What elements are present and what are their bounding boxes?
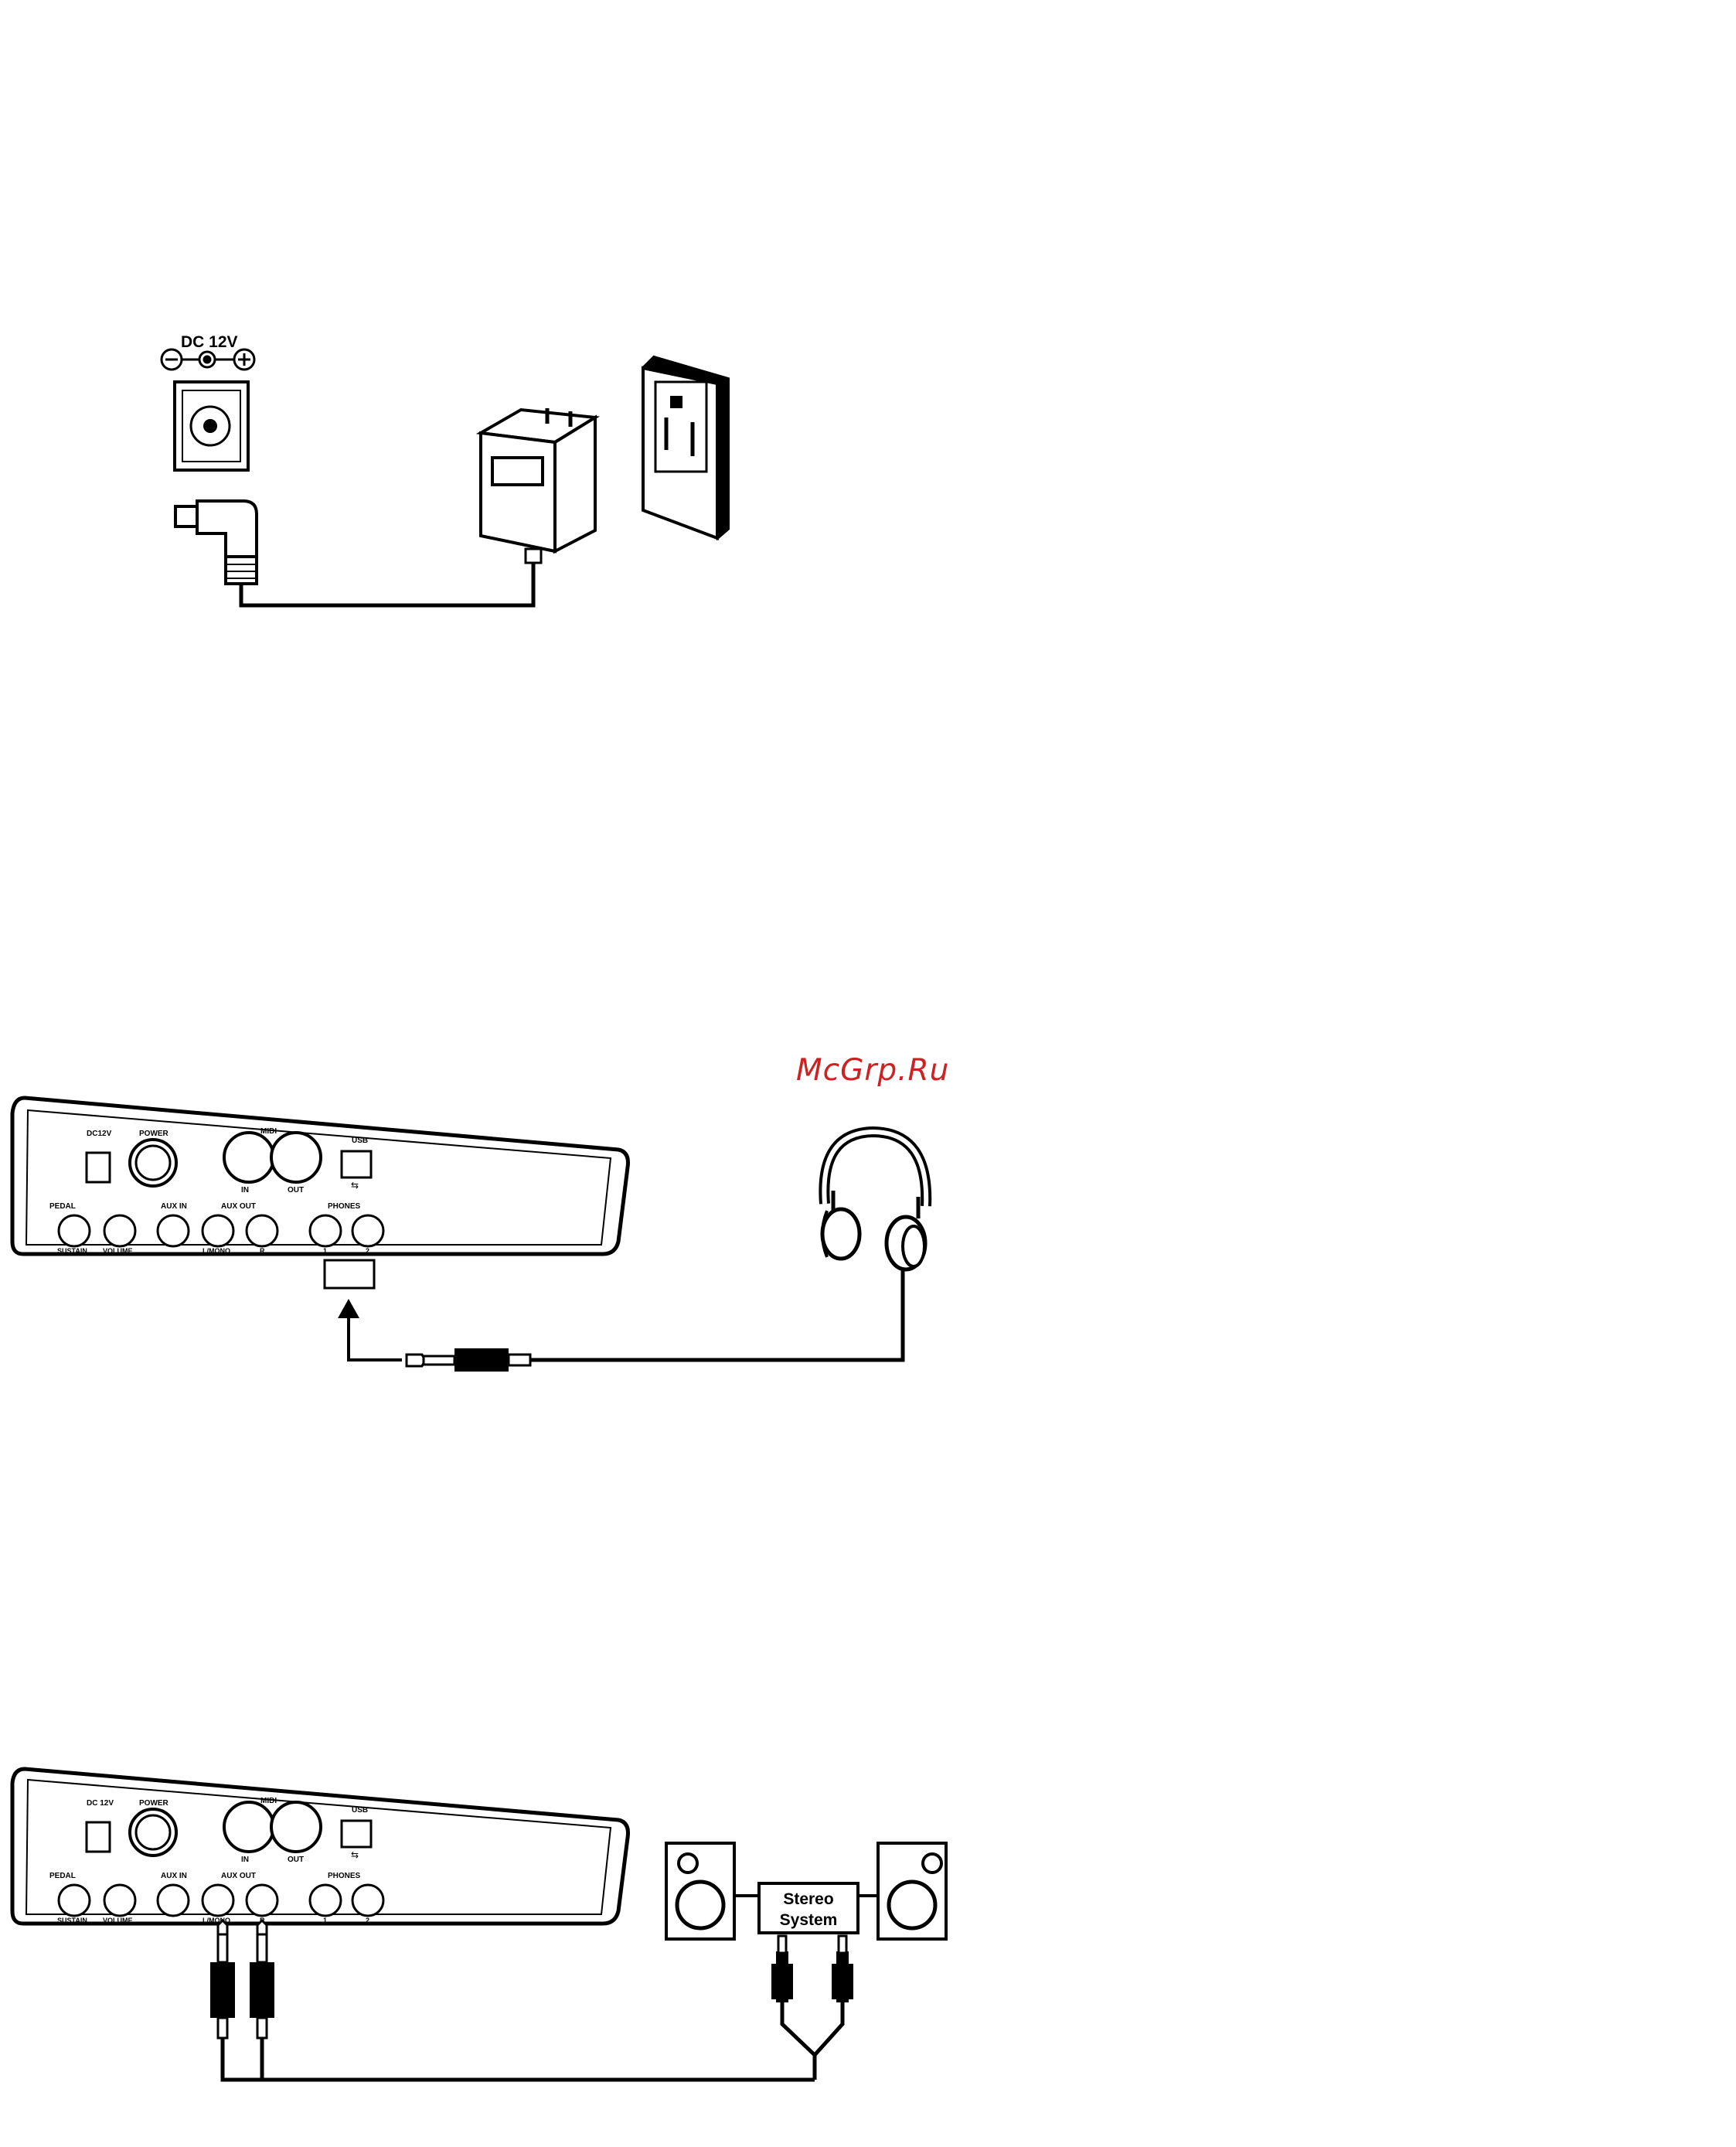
- panel-b-midi-in-port: [224, 1802, 274, 1852]
- panel-b-phones-1-jack: [310, 1885, 341, 1916]
- panel-b-midi-in-label: IN: [241, 1856, 249, 1864]
- stereo-system-label-line2: System: [780, 1911, 838, 1929]
- aux-plug-right-icon: [250, 1920, 274, 2038]
- panel-b-aux-in-jack: [158, 1885, 189, 1916]
- panel-b-aux-out-label: AUX OUT: [221, 1872, 256, 1880]
- panel-b-phones-label: PHONES: [328, 1872, 361, 1880]
- panel-b-sustain-label: SUSTAIN: [57, 1917, 87, 1924]
- stereo-cable: [223, 2002, 842, 2080]
- panel-b-midi-out-port: [271, 1802, 321, 1852]
- panel-b-usb-port: [342, 1821, 371, 1847]
- panel-b-phones-2-label: 2: [366, 1917, 369, 1924]
- panel-b-midi-out-label: OUT: [288, 1856, 304, 1864]
- panel-b-pedal-label: PEDAL: [49, 1872, 76, 1880]
- panel-b-power-label: POWER: [139, 1799, 169, 1808]
- speaker-left-icon: [666, 1843, 734, 1939]
- stereo-system-label-line1: Stereo: [783, 1890, 833, 1908]
- panel-b-usb-label: USB: [352, 1806, 368, 1815]
- panel-b-volume-jack: [104, 1885, 135, 1916]
- panel-b-phones-2-jack: [352, 1885, 383, 1916]
- panel-b-aux-out-r-jack: [247, 1885, 277, 1916]
- panel-b-volume-label: VOLUME: [103, 1917, 133, 1924]
- panel-b-dc-jack: [87, 1822, 110, 1852]
- panel-b-dc-label: DC 12V: [87, 1799, 114, 1808]
- panel-b-sustain-jack: [59, 1885, 90, 1916]
- panel-b-usb-icon: ⇆: [351, 1849, 359, 1860]
- aux-plug-left-icon: [210, 1920, 235, 2038]
- panel-b-midi-label: MIDI: [260, 1797, 277, 1805]
- rear-panel-b: DC 12V POWER MIDI IN OUT USB ⇆ PEDAL SUS…: [12, 1769, 628, 1924]
- rca-plug-left-icon: [771, 1936, 793, 2002]
- speaker-right-icon: [878, 1843, 946, 1939]
- rca-plug-right-icon: [832, 1936, 853, 2002]
- panel-b-aux-out-l-jack: [203, 1885, 233, 1916]
- panel-b-aux-in-label: AUX IN: [161, 1872, 187, 1880]
- panel-b-phones-1-label: 1: [323, 1917, 327, 1924]
